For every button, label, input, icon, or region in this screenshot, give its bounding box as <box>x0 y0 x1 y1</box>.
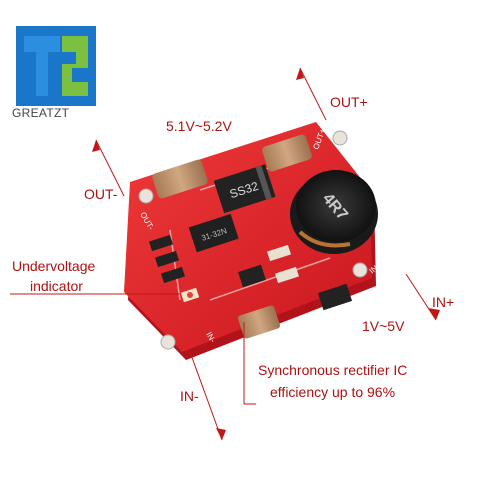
label-voltage-in: 1V~5V <box>362 318 405 334</box>
label-rectifier-line1: Synchronous rectifier IC <box>258 362 408 378</box>
label-undervoltage-line2: indicator <box>30 278 83 294</box>
inductor: 4R7 <box>290 170 378 254</box>
pad-out-plus <box>332 130 348 146</box>
transistor-in <box>317 283 353 311</box>
label-out-minus: OUT- <box>84 186 118 202</box>
label-voltage-out: 5.1V~5.2V <box>166 118 232 134</box>
resistor-5 <box>274 266 300 284</box>
capacitor-right <box>262 134 312 172</box>
inductor-winding <box>298 230 351 248</box>
capacitor-top <box>152 159 208 199</box>
diode-band <box>255 165 272 200</box>
led-dot <box>187 292 193 298</box>
ic-body <box>188 213 239 253</box>
logo-letter-z <box>62 36 88 96</box>
brand-name: GREATZT <box>12 106 70 120</box>
rectifier-ic: 31-32N <box>188 213 239 253</box>
resistor-3 <box>160 266 186 284</box>
label-undervoltage-line1: Undervoltage <box>12 258 96 274</box>
resistor-1 <box>148 234 174 252</box>
inductor-top <box>296 170 376 242</box>
transistor <box>238 264 266 288</box>
pad-out-minus <box>138 188 154 204</box>
label-in-minus: IN- <box>180 388 199 404</box>
label-in-plus: IN+ <box>432 294 455 310</box>
diode-ss32: SS32 <box>213 164 276 214</box>
pad-in-plus <box>352 262 368 278</box>
pad-in-minus <box>160 334 176 350</box>
label-rectifier-line2: efficiency up to 96% <box>270 384 396 400</box>
resistor-2 <box>154 250 180 268</box>
capacitor-bottom <box>238 305 280 339</box>
logo-letter-t <box>24 36 60 96</box>
label-out-plus: OUT+ <box>330 94 368 110</box>
brand-logo <box>16 26 96 106</box>
resistor-4 <box>266 244 292 262</box>
